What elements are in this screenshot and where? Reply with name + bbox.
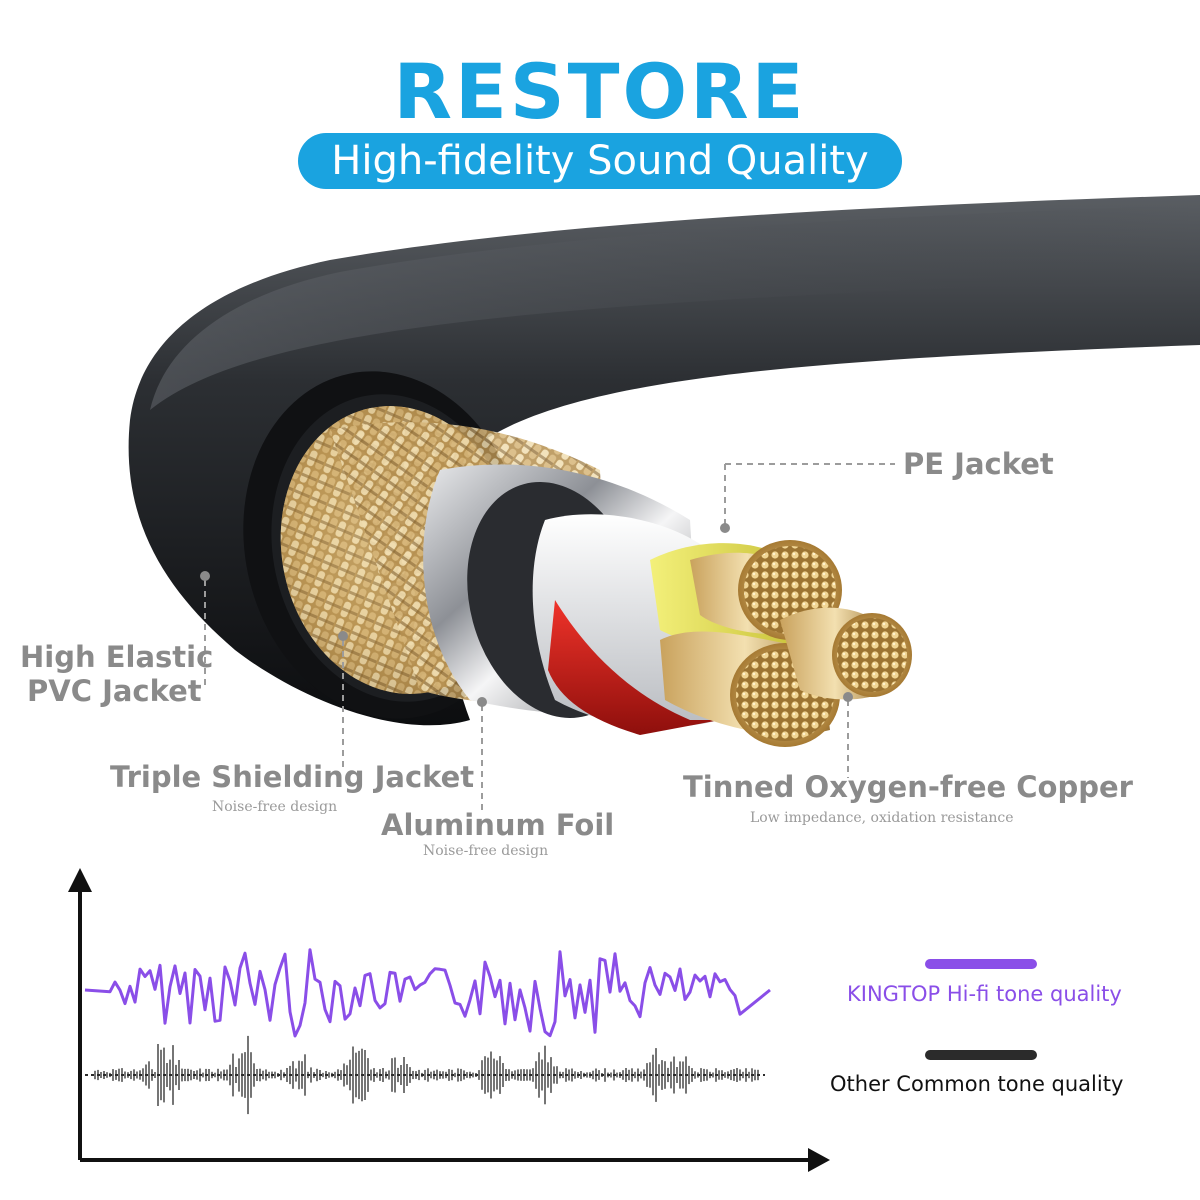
red-conductor	[660, 631, 840, 747]
common-waveform	[85, 1035, 765, 1115]
legend-label-common: Other Common tone quality	[830, 1072, 1124, 1096]
label-shielding-sub: Noise-free design	[212, 799, 338, 815]
hifi-waveform	[84, 948, 771, 1038]
subtitle-pill: High-fidelity Sound Quality	[298, 133, 902, 189]
graph-axes	[78, 885, 815, 1162]
x-axis-arrow	[808, 1148, 830, 1172]
label-copper: Tinned Oxygen-free Copper	[683, 770, 1133, 804]
legend-swatch-common	[925, 1050, 1037, 1060]
label-shielding: Triple Shielding Jacket	[110, 760, 475, 794]
label-copper-sub: Low impedance, oxidation resistance	[750, 810, 1014, 826]
third-conductor	[780, 607, 912, 700]
hifi-waveform-line	[84, 948, 771, 1038]
label-foil-sub: Noise-free design	[423, 843, 549, 859]
legend-swatch-hifi	[925, 959, 1037, 969]
leader-dots	[200, 523, 853, 707]
label-pe-jacket: PE Jacket	[903, 447, 1054, 481]
y-axis-arrow	[68, 868, 92, 892]
legend-label-hifi: KINGTOP Hi-fi tone quality	[847, 982, 1122, 1006]
label-foil: Aluminum Foil	[381, 808, 615, 842]
label-pvc-line1: High Elastic	[20, 640, 214, 674]
leader-lines	[204, 463, 895, 815]
label-pvc-line2: PVC Jacket	[27, 674, 202, 708]
headline-restore: RESTORE	[393, 47, 807, 136]
